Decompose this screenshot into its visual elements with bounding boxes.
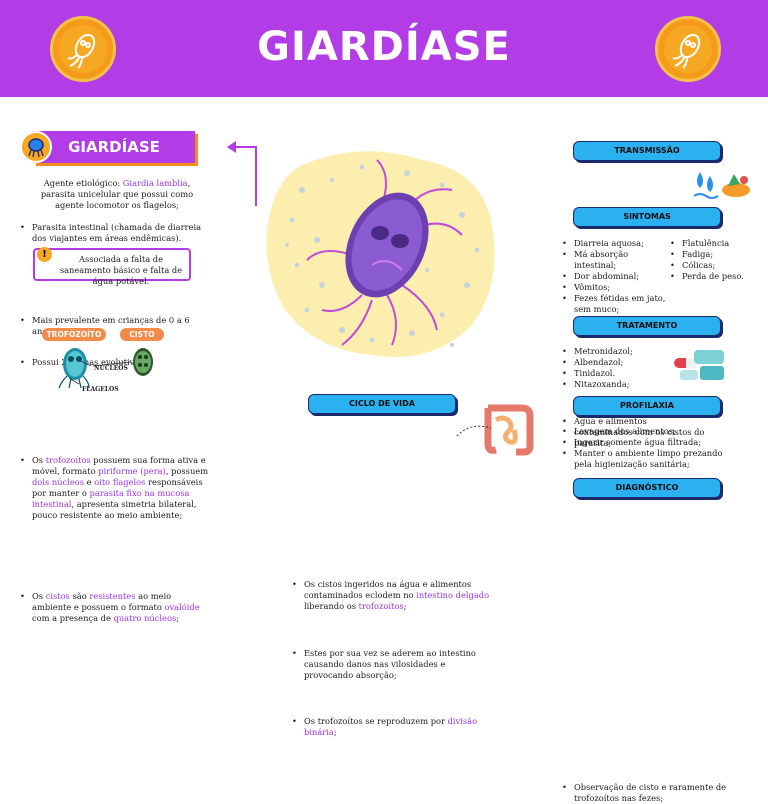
prophylaxis-item: Lavagem dos alimentos; xyxy=(562,426,732,437)
parasite-coin-icon xyxy=(50,16,116,82)
parasite-coin-icon xyxy=(655,16,721,82)
warning-icon: ! xyxy=(37,247,52,262)
prophylaxis-list: Lavagem dos alimentos; Ingerir somente á… xyxy=(562,426,732,470)
cycle-bullet-1: Os cistos ingeridos na água e alimentos … xyxy=(292,579,490,612)
prophylaxis-item: Manter o ambiente limpo prezando pela hi… xyxy=(562,448,732,470)
cycle-bullet-3: Os trofozoítos se reproduzem por divisão… xyxy=(292,716,490,738)
microbe-icon xyxy=(20,131,52,163)
treatment-item: Nitazoxanda; xyxy=(562,379,672,390)
pill-trophozoite: TROFOZOÍTO xyxy=(42,328,106,341)
intestine-icon xyxy=(484,404,534,456)
prophylaxis-item: Ingerir somente água filtrada; xyxy=(562,437,732,448)
symptom-item: Cólicas; xyxy=(670,260,760,271)
dashed-arrow xyxy=(456,425,492,437)
bullet-forms: Possui 2 formas evolutivas: xyxy=(20,357,210,368)
treatment-heading: TRATAMENTO xyxy=(573,316,721,336)
warning-text: Associada a falta de saneamento básico e… xyxy=(59,254,183,286)
arrow-head-icon xyxy=(227,141,236,153)
section-title: GIARDÍASE xyxy=(33,131,195,163)
symptom-item: Vômitos; xyxy=(562,282,672,293)
warning-box xyxy=(33,248,191,281)
label-nuclei: NÚCLEOS xyxy=(94,365,128,372)
symptom-item: Fadiga; xyxy=(670,249,760,260)
diagnosis-heading: DIAGNÓSTICO xyxy=(573,478,721,498)
cycle-bullet-2: Estes por sua vez se aderem ao intestino… xyxy=(292,648,490,681)
symptom-item: Diarreia aquosa; xyxy=(562,238,672,249)
trophozoite-cyst-illustration xyxy=(58,348,153,389)
bullet-trophozoites: Os trofozoítos possuem sua forma ativa e… xyxy=(20,455,212,521)
water-food-icon xyxy=(693,172,750,199)
treatment-item: Tinidazol. xyxy=(562,368,672,379)
symptom-item: Dor abdominal; xyxy=(562,271,672,282)
pills-icon xyxy=(674,350,724,380)
treatment-item: Metronidazol; xyxy=(562,346,672,357)
symptom-item: Má absorção intestinal; xyxy=(562,249,672,271)
diagnosis-text: Observação de cisto e raramente de trofo… xyxy=(562,782,734,804)
symptoms-heading: SINTOMAS xyxy=(573,207,721,227)
treatment-list: Metronidazol; Albendazol; Tinidazol. Nit… xyxy=(562,346,672,390)
pill-cyst: CISTO xyxy=(120,328,164,341)
page-title: GIARDÍASE xyxy=(257,24,511,70)
prophylaxis-heading: PROFILAXIA xyxy=(573,396,721,416)
transmission-heading: TRANSMISSÃO xyxy=(573,141,721,161)
giardia-illustration xyxy=(266,151,495,357)
symptoms-list-left: Diarreia aquosa; Má absorção intestinal;… xyxy=(562,238,672,315)
symptom-item: Perda de peso. xyxy=(670,271,760,282)
bullet-intestinal: Parasita intestinal (chamada de diarreia… xyxy=(20,222,210,244)
bullet-cysts: Os cistos são resistentes ao meio ambien… xyxy=(20,591,212,624)
label-flagella: FLAGELOS xyxy=(82,386,119,393)
header-banner xyxy=(0,0,768,97)
symptoms-list-right: Flatulência Fadiga; Cólicas; Perda de pe… xyxy=(670,238,760,282)
symptom-item: Flatulência xyxy=(670,238,760,249)
cycle-heading: CICLO DE VIDA xyxy=(308,394,456,414)
agent-paragraph: Agente etiológico: Giardia lamblia, para… xyxy=(40,178,194,210)
connector-arrow xyxy=(232,146,257,206)
symptom-item: Fezes fétidas em jato, sem muco; xyxy=(562,293,672,315)
treatment-item: Albendazol; xyxy=(562,357,672,368)
